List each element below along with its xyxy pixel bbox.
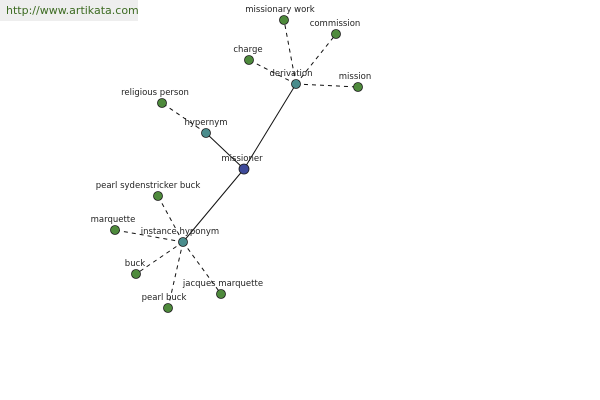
label-mission[interactable]: mission [339,72,371,82]
graph-edges [114,19,359,309]
node-missioner[interactable] [238,163,250,175]
node-missionary-work[interactable] [279,15,289,25]
edge-instance-hyponym-to-pearl-buck [167,241,184,309]
edge-derivation-to-commission [295,33,337,85]
node-pearl-sydenstricker-buck[interactable] [153,191,163,201]
label-missioner[interactable]: missioner [221,154,263,164]
graph-labels: missioner derivation hypernym instance hypo… [91,5,372,303]
edge-missioner-to-hypernym [205,132,245,170]
edge-derivation-to-charge [248,59,297,85]
label-commission[interactable]: commission [310,19,361,29]
edge-instance-hyponym-to-pearl-sydenstricker-buck [157,195,184,243]
node-pearl-buck[interactable] [163,303,173,313]
label-derivation[interactable]: derivation [269,69,312,79]
edge-missioner-to-instance-hyponym [182,168,245,243]
node-jacques-marquette[interactable] [216,289,226,299]
node-hypernym[interactable] [201,128,211,138]
node-marquette[interactable] [110,225,120,235]
edge-derivation-to-missionary-work [283,19,297,85]
label-marquette[interactable]: marquette [91,215,136,225]
label-religious-person[interactable]: religious person [121,88,189,98]
label-hypernym[interactable]: hypernym [184,118,227,128]
node-instance-hyponym[interactable] [178,237,188,247]
label-jacques-marquette[interactable]: jacques marquette [182,279,263,289]
edge-instance-hyponym-to-jacques-marquette [182,241,222,295]
label-pearl-sydenstricker-buck[interactable]: pearl sydenstricker buck [96,181,201,191]
graph-nodes [110,15,363,313]
node-charge[interactable] [244,55,254,65]
node-commission[interactable] [331,29,341,39]
label-missionary-work[interactable]: missionary work [245,5,315,15]
node-buck[interactable] [131,269,141,279]
label-pearl-buck[interactable]: pearl buck [142,293,187,303]
node-derivation[interactable] [291,79,301,89]
edge-hypernym-to-religious-person [161,102,207,134]
edge-missioner-to-derivation [243,83,297,170]
label-instance-hyponym[interactable]: instance hyponym [141,227,219,237]
node-religious-person[interactable] [157,98,167,108]
edge-instance-hyponym-to-marquette [114,229,184,243]
label-buck[interactable]: buck [125,259,145,269]
site-url[interactable]: http://www.artikata.com [0,0,139,21]
label-charge[interactable]: charge [233,45,262,55]
edge-derivation-to-mission [295,83,359,88]
node-mission[interactable] [353,82,363,92]
edge-instance-hyponym-to-buck [135,241,184,275]
